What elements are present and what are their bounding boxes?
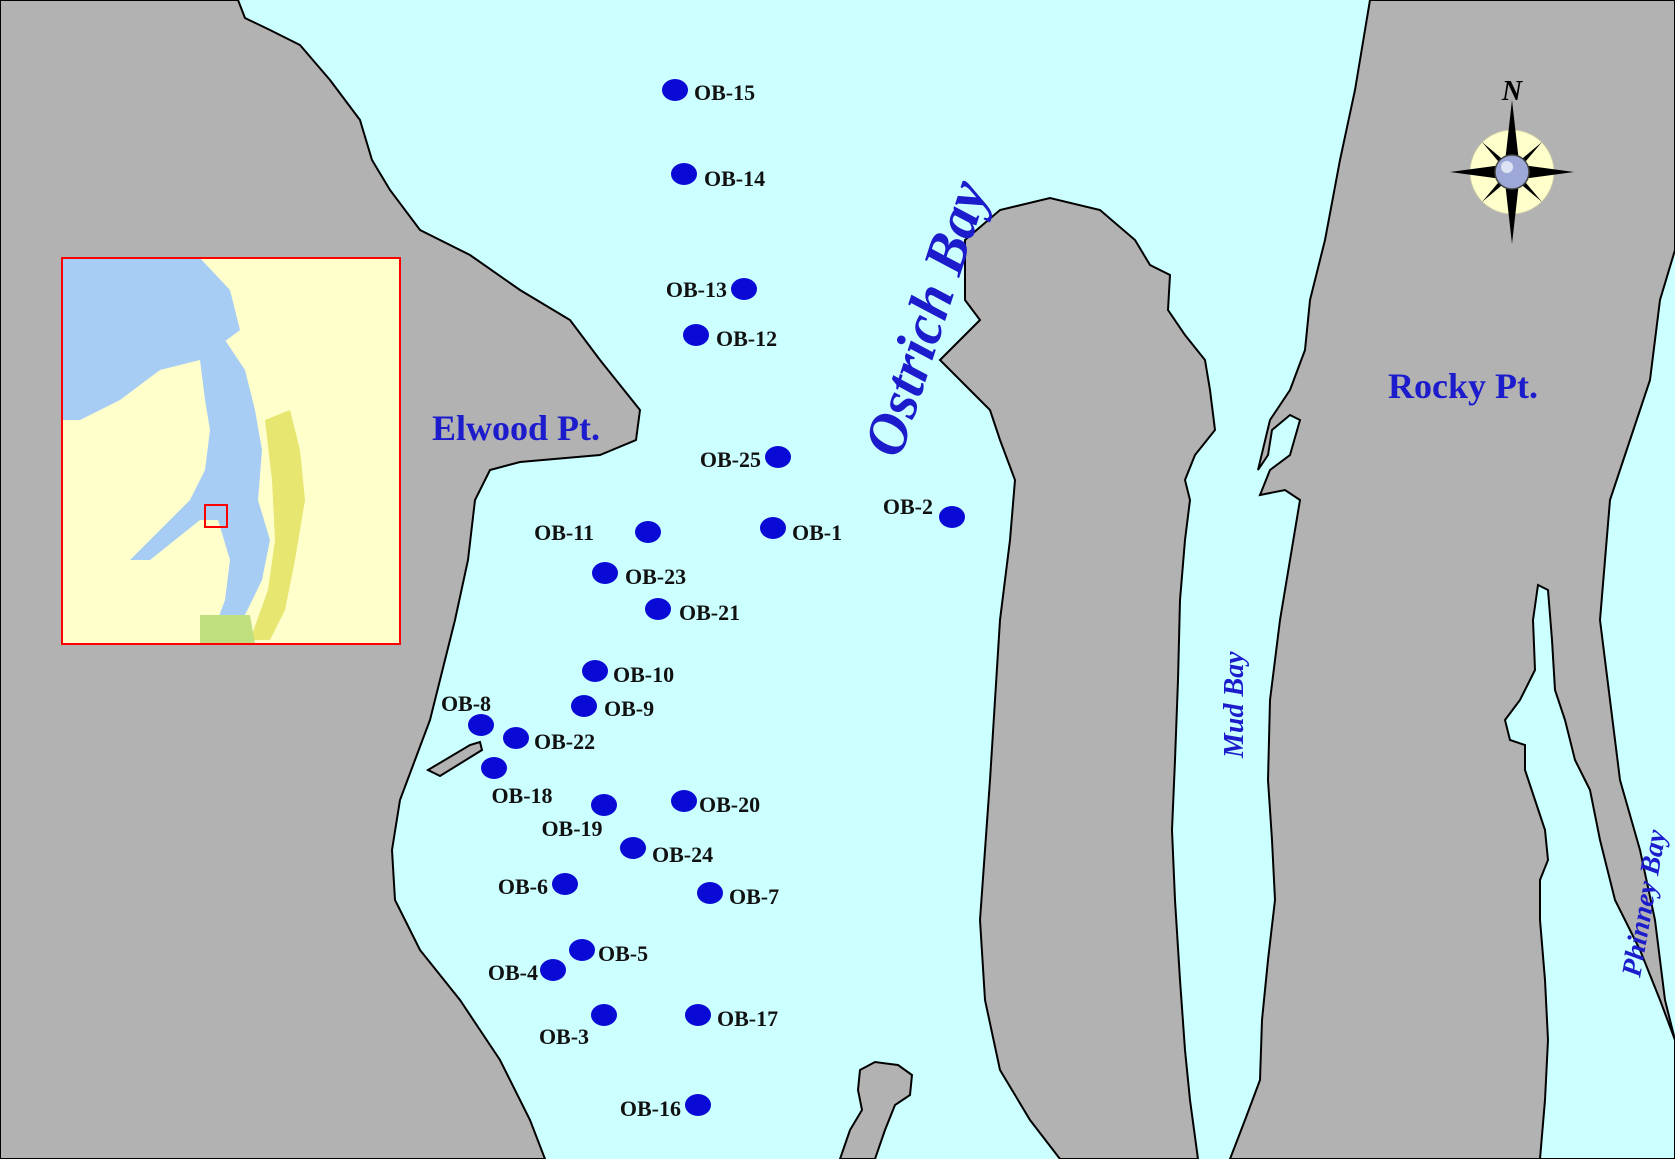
station-label-ob-20: OB-20 [699,792,760,817]
station-marker-ob-24 [620,837,646,859]
station-label-ob-2: OB-2 [883,494,933,519]
station-label-ob-15: OB-15 [694,80,755,105]
label-elwood-pt: Elwood Pt. [432,408,600,448]
station-marker-ob-5 [569,939,595,961]
station-marker-ob-20 [671,790,697,812]
station-marker-ob-23 [592,562,618,584]
station-marker-ob-3 [591,1004,617,1026]
water-phinney-bay [1503,583,1675,1159]
station-label-ob-6: OB-6 [498,874,548,899]
station-marker-ob-10 [582,660,608,682]
station-label-ob-22: OB-22 [534,729,595,754]
station-marker-ob-9 [571,695,597,717]
inset-border [61,257,401,645]
station-marker-ob-6 [552,873,578,895]
station-marker-ob-2 [939,506,965,528]
compass-rose-icon [1450,100,1574,244]
station-marker-ob-7 [697,882,723,904]
label-rocky-pt: Rocky Pt. [1388,366,1538,406]
station-marker-ob-21 [645,598,671,620]
inset-land-yellow [250,410,305,640]
station-label-ob-19: OB-19 [541,816,602,841]
station-label-ob-5: OB-5 [598,941,648,966]
station-marker-ob-18 [481,757,507,779]
station-marker-ob-15 [662,79,688,101]
station-label-ob-10: OB-10 [613,662,674,687]
station-label-ob-4: OB-4 [488,960,538,985]
inset-locator-map [61,257,401,645]
station-label-ob-25: OB-25 [700,447,761,472]
station-label-ob-11: OB-11 [534,520,594,545]
station-label-ob-21: OB-21 [679,600,740,625]
station-label-ob-9: OB-9 [604,696,654,721]
station-label-ob-1: OB-1 [792,520,842,545]
station-marker-ob-16 [685,1094,711,1116]
station-label-ob-18: OB-18 [491,783,552,808]
station-marker-ob-1 [760,517,786,539]
land-spit [425,740,484,778]
inset-water-ocean [62,258,240,420]
station-marker-ob-4 [540,959,566,981]
inset-study-area-box [204,504,228,528]
station-label-ob-3: OB-3 [539,1024,589,1049]
station-label-ob-14: OB-14 [704,166,765,191]
label-mud-bay: Mud Bay [1219,651,1250,759]
station-marker-ob-22 [503,727,529,749]
station-marker-ob-8 [468,714,494,736]
station-label-ob-16: OB-16 [620,1096,681,1121]
station-marker-ob-12 [683,324,709,346]
station-label-ob-13: OB-13 [666,277,727,302]
land-small-island [838,1060,914,1159]
station-label-ob-23: OB-23 [625,564,686,589]
station-marker-ob-13 [731,278,757,300]
inset-land-green [200,615,255,644]
station-marker-ob-25 [765,446,791,468]
station-label-ob-24: OB-24 [652,842,713,867]
station-marker-ob-14 [671,163,697,185]
station-marker-ob-11 [635,521,661,543]
station-label-ob-8: OB-8 [441,691,491,716]
north-label: N [1501,76,1524,107]
land-central-peninsula [938,196,1217,1159]
station-label-ob-17: OB-17 [717,1006,778,1031]
station-label-ob-12: OB-12 [716,326,777,351]
inset-water-sound [130,340,270,640]
station-marker-ob-17 [685,1004,711,1026]
station-marker-ob-19 [591,794,617,816]
station-label-ob-7: OB-7 [729,884,779,909]
